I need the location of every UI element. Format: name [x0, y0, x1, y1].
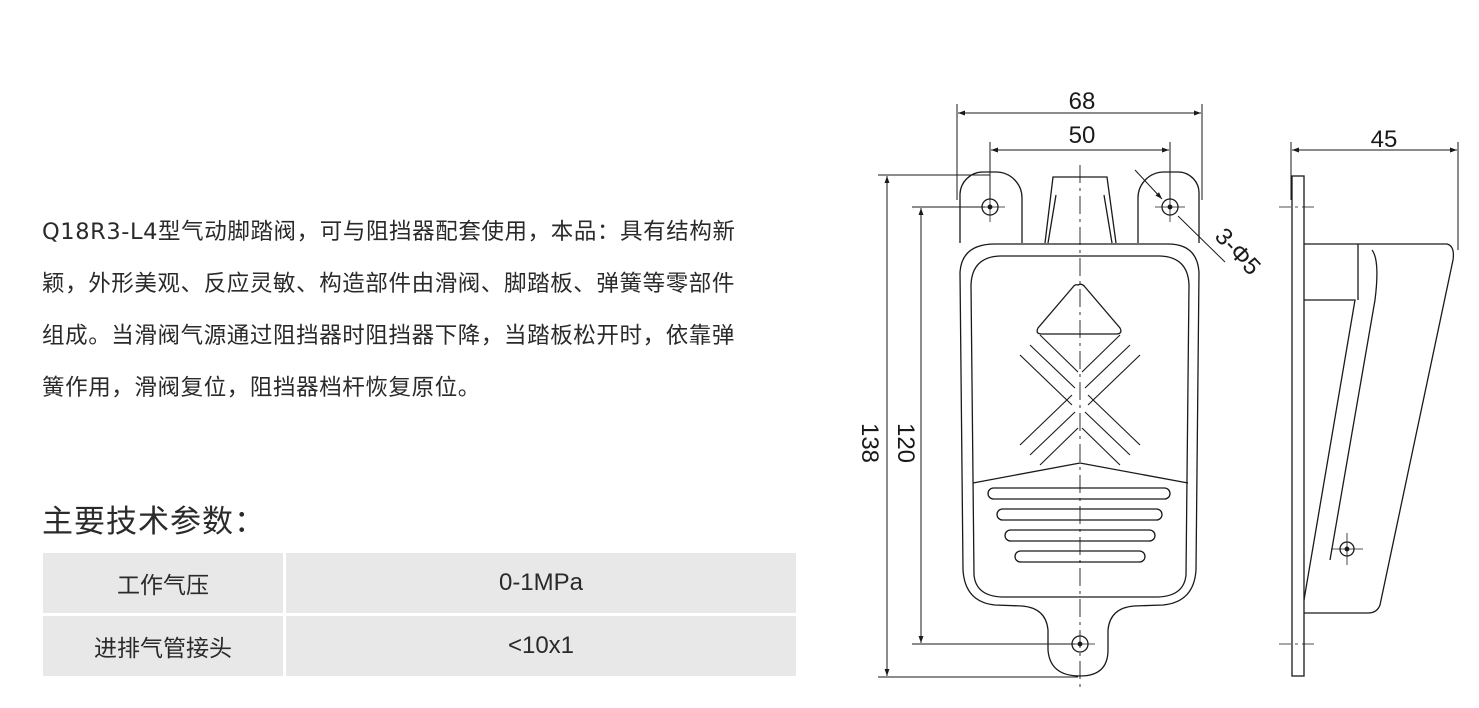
spec-value: 0-1MPa [286, 553, 796, 616]
description-line: Q18R3-L4型气动脚踏阀，可与阻挡器配套使用，本品：具有结构新 [42, 219, 736, 245]
description-line: 组成。当滑阀气源通过阻挡器时阻挡器下降，当踏板松开时，依靠弹 [42, 323, 736, 349]
side-view [1279, 142, 1459, 677]
front-view [878, 104, 1226, 690]
spec-label: 进排气管接头 [43, 616, 286, 676]
description-line: 颖，外形美观、反应灵敏、构造部件由滑阀、脚踏板、弹簧等零部件 [42, 271, 736, 297]
dim-hole-length: 120 [892, 423, 919, 463]
dim-side-depth: 45 [1371, 126, 1398, 153]
spec-value: <10x1 [286, 616, 796, 676]
dim-overall-width: 68 [1069, 88, 1096, 115]
specs-title: 主要技术参数： [42, 504, 266, 540]
description-line: 簧作用，滑阀复位，阻挡器档杆恢复原位。 [42, 375, 481, 401]
dim-holes: 3-Φ5 [1209, 223, 1265, 281]
spec-label: 工作气压 [43, 553, 286, 616]
specs-table: 工作气压 0-1MPa 进排气管接头 <10x1 [43, 553, 796, 676]
dim-overall-length: 138 [856, 423, 883, 463]
table-row: 进排气管接头 <10x1 [43, 616, 796, 676]
dim-hole-spacing: 50 [1069, 122, 1096, 149]
product-description: Q18R3-L4型气动脚踏阀，可与阻挡器配套使用，本品：具有结构新 颖，外形美观… [42, 206, 817, 414]
table-row: 工作气压 0-1MPa [43, 553, 796, 616]
